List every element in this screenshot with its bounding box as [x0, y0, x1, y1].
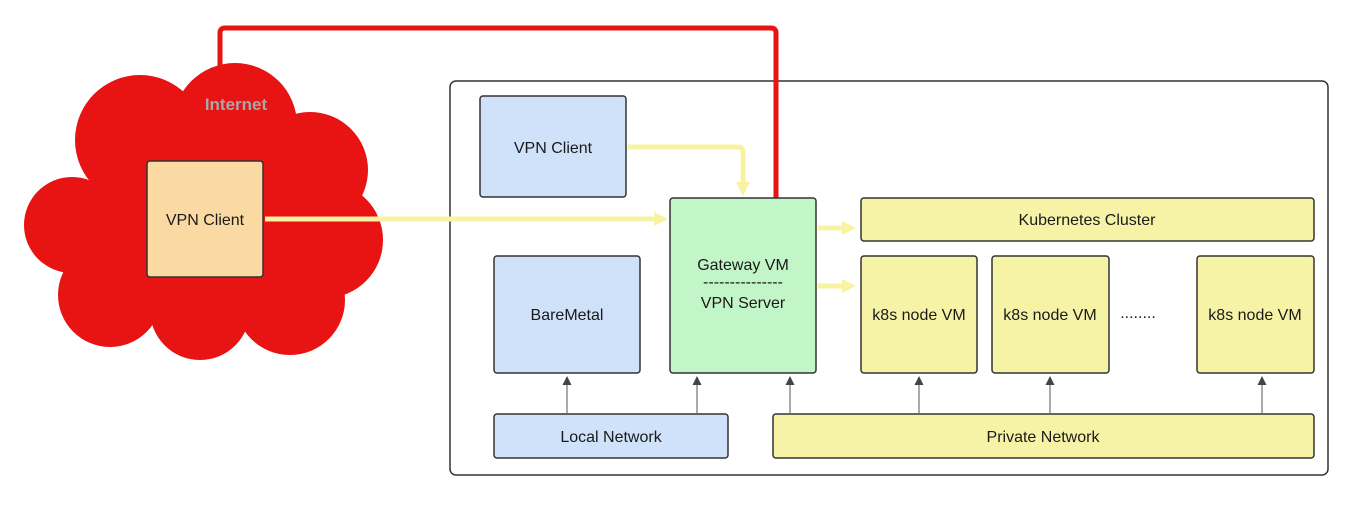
baremetal-box	[493, 255, 641, 374]
network-connections	[562, 376, 1267, 413]
k8s-node-2-box	[991, 255, 1110, 374]
baremetal-label: BareMetal	[531, 307, 604, 324]
internet-label: Internet	[205, 95, 268, 114]
private-network-label: Private Network	[987, 429, 1101, 446]
local-tunnel-arrow	[628, 144, 750, 196]
vpn-server-label: VPN Server	[701, 295, 786, 312]
k8s-node-2-label: k8s node VM	[1003, 307, 1096, 324]
gateway-divider: ---------------	[703, 274, 783, 291]
k8s-ellipsis: ........	[1120, 305, 1156, 322]
kubernetes-cluster-box	[860, 197, 1315, 242]
kubernetes-cluster-label: Kubernetes Cluster	[1019, 212, 1157, 229]
gateway-vm-box	[669, 197, 817, 374]
k8s-node-1-box	[860, 255, 978, 374]
k8s-node-1-label: k8s node VM	[872, 307, 965, 324]
local-vpn-client-label: VPN Client	[514, 140, 593, 157]
local-network-label: Local Network	[560, 429, 662, 446]
k8s-node-3-box	[1196, 255, 1315, 374]
k8s-node-3-label: k8s node VM	[1208, 307, 1301, 324]
internet-vpn-client-label: VPN Client	[166, 212, 245, 229]
internet-link-arrow	[216, 25, 779, 198]
gateway-vm-label: Gateway VM	[697, 257, 789, 274]
private-network-box	[772, 413, 1315, 459]
local-network-box	[493, 413, 729, 459]
internet-vpn-client-box	[146, 160, 264, 278]
local-vpn-client-box	[479, 95, 627, 198]
